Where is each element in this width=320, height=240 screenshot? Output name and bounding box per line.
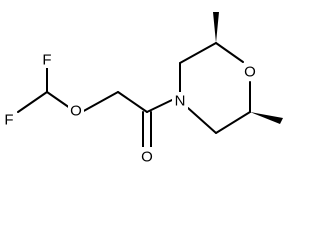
bond-o-ch2 [79,91,119,114]
bond-c-f-bottom [17,91,48,113]
atom-f-top: F [42,52,51,69]
atom-o-ring: O [244,64,256,81]
atom-f-bottom: F [4,112,13,129]
bond-carbonyl-n [146,99,173,113]
molecule-structure: F F O O N O [2,12,283,166]
atom-n-ring: N [175,93,186,110]
wedges [213,12,283,124]
bond-c2-o-ring [215,42,244,63]
atom-labels: F F O O N O [2,52,258,166]
bond-c6-c-lower [215,111,251,134]
atom-o-carbonyl: O [141,149,153,166]
bond-ch2-carbonyl [117,91,148,113]
atom-o-ether: O [70,103,82,120]
wedge-methyl-top [213,12,219,43]
bonds [17,42,251,149]
bond-c-lower-n [187,107,217,134]
bond-c-upper-c2 [179,42,217,64]
wedge-methyl-right [250,112,283,124]
bond-c-o-ether [46,91,71,109]
